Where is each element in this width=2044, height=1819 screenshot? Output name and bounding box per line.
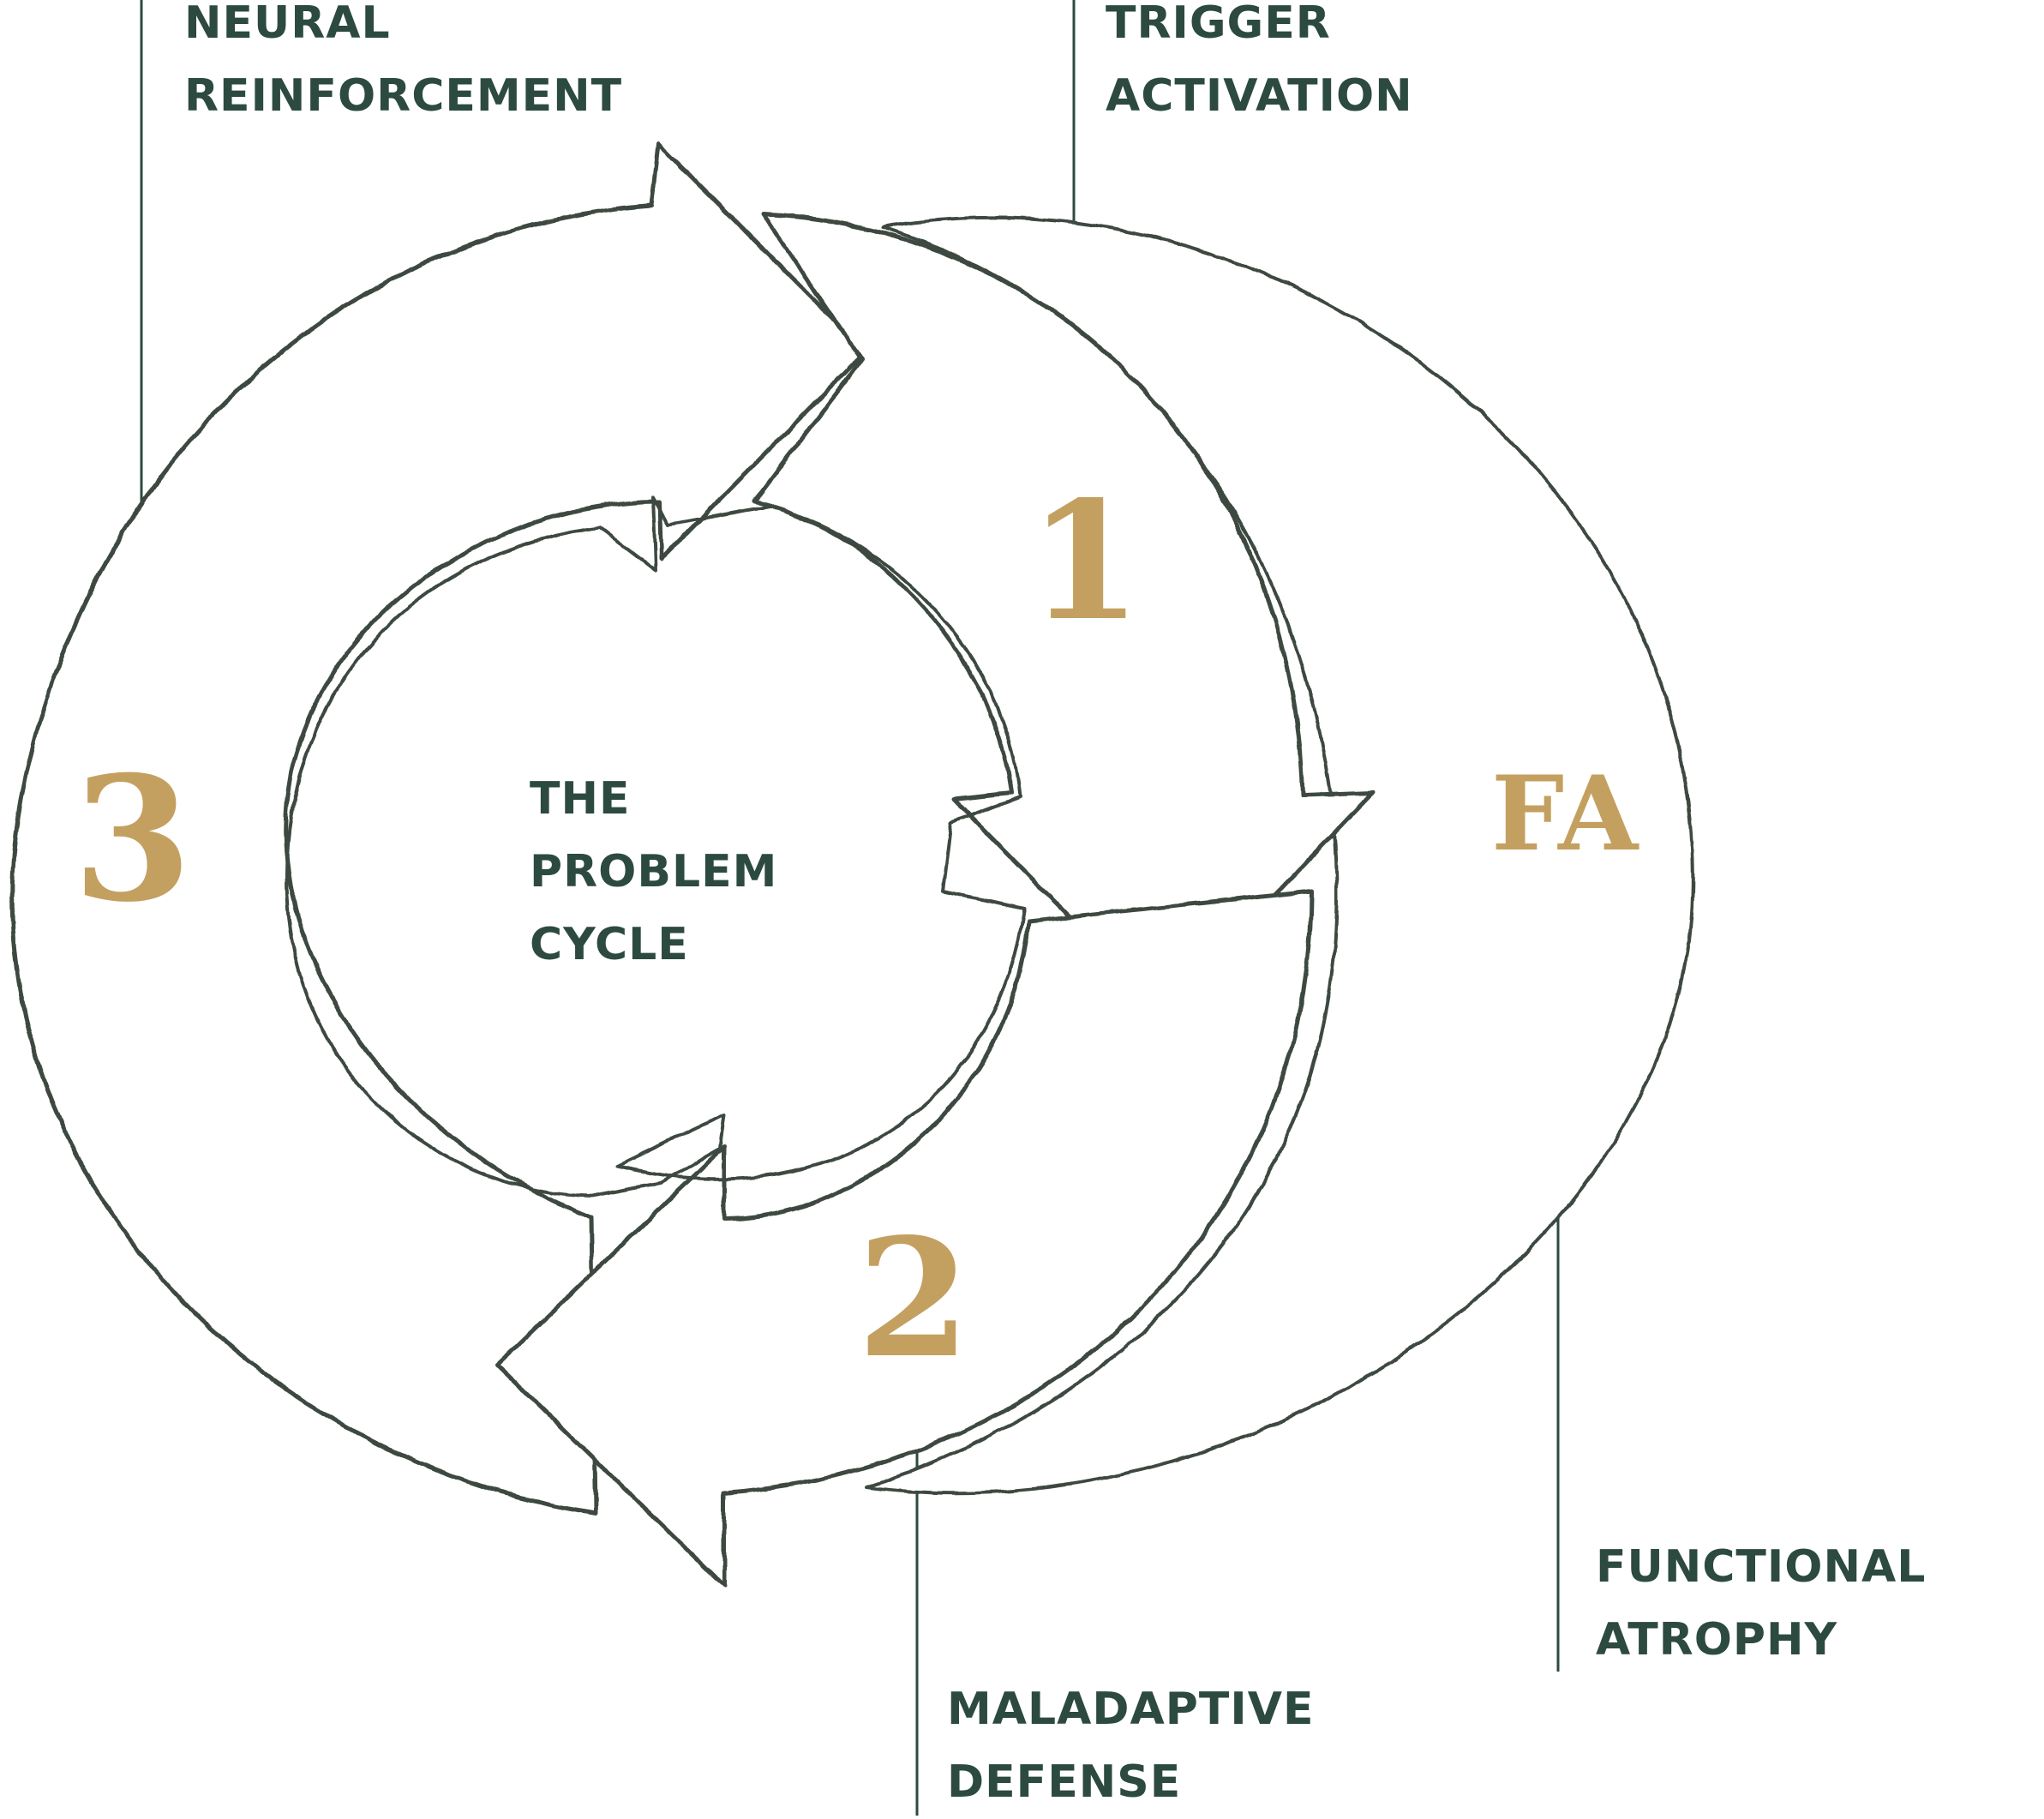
label-line: ACTIVATION <box>1106 70 1413 122</box>
label-line: TRIGGER <box>1106 0 1331 49</box>
label-neural-reinforcement: NEURAL REINFORCEMENT <box>184 0 622 133</box>
label-line: PROBLEM <box>530 846 778 897</box>
label-line: MALADAPTIVE <box>947 1684 1315 1735</box>
functional-atrophy-marker: FA <box>1491 753 1639 874</box>
label-line: NEURAL <box>184 0 391 49</box>
label-line: CYCLE <box>530 919 689 970</box>
label-problem-cycle: THE PROBLEM CYCLE <box>530 763 777 982</box>
label-line: DEFENSE <box>947 1756 1182 1808</box>
step-marker-1: 1 <box>1028 465 1142 657</box>
label-line: ATROPHY <box>1596 1614 1838 1666</box>
functional-atrophy-ring <box>864 215 1695 1495</box>
step-marker-2: 2 <box>857 1203 971 1394</box>
neural-reinforcement-arrow <box>9 141 868 1516</box>
label-line: REINFORCEMENT <box>184 70 623 122</box>
label-maladaptive-defense: MALADAPTIVE DEFENSE <box>947 1673 1314 1819</box>
step-marker-3: 3 <box>73 739 193 940</box>
label-line: THE <box>530 773 631 825</box>
maladaptive-defense-arrow <box>495 889 1314 1588</box>
trigger-activation-arrow <box>752 212 1376 1014</box>
label-functional-atrophy: FUNCTIONAL ATROPHY <box>1596 1531 1926 1677</box>
problem-cycle-inner-ring <box>285 495 1026 1198</box>
label-trigger-activation: TRIGGER ACTIVATION <box>1106 0 1413 133</box>
label-line: FUNCTIONAL <box>1596 1541 1927 1593</box>
